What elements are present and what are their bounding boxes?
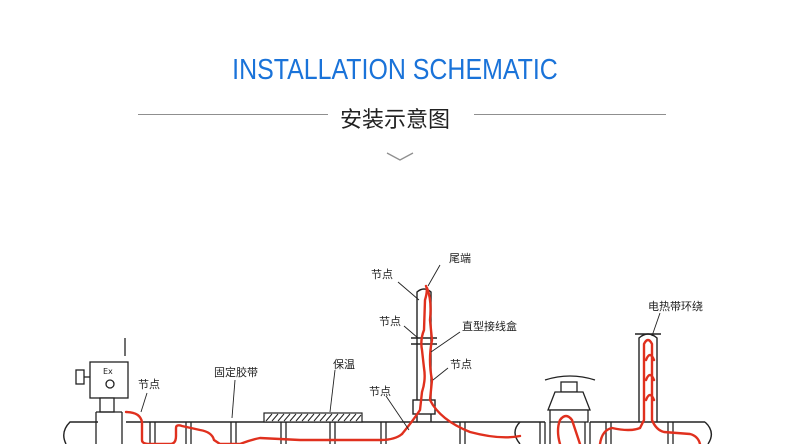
label-fixing-tape: 固定胶带 xyxy=(214,365,258,379)
label-node-left: 节点 xyxy=(138,378,160,391)
leader-lines xyxy=(140,264,661,431)
label-node-low: 节点 xyxy=(369,385,391,398)
title-english: INSTALLATION SCHEMATIC xyxy=(232,54,558,86)
power-junction-box xyxy=(75,338,129,444)
pipe-clamps xyxy=(149,422,674,444)
label-insulation: 保温 xyxy=(333,357,355,371)
label-straight-junction-box: 直型接线盒 xyxy=(462,319,517,333)
label-tail-end: 尾端 xyxy=(449,252,471,265)
label-cable-wrap: 电热带环绕 xyxy=(648,300,703,313)
heating-cable xyxy=(124,284,702,444)
label-node-mid: 节点 xyxy=(379,315,401,328)
title-chinese: 安装示意图 xyxy=(339,108,450,133)
insulation-block xyxy=(263,412,363,423)
divider-right xyxy=(474,114,666,115)
valve xyxy=(544,375,596,444)
chevron-down-icon xyxy=(386,152,414,161)
label-node-right: 节点 xyxy=(450,358,472,371)
right-riser-pipe xyxy=(635,333,661,422)
box-mark: Ex xyxy=(103,367,113,376)
divider-left xyxy=(138,114,328,115)
label-node-top: 节点 xyxy=(371,268,393,281)
